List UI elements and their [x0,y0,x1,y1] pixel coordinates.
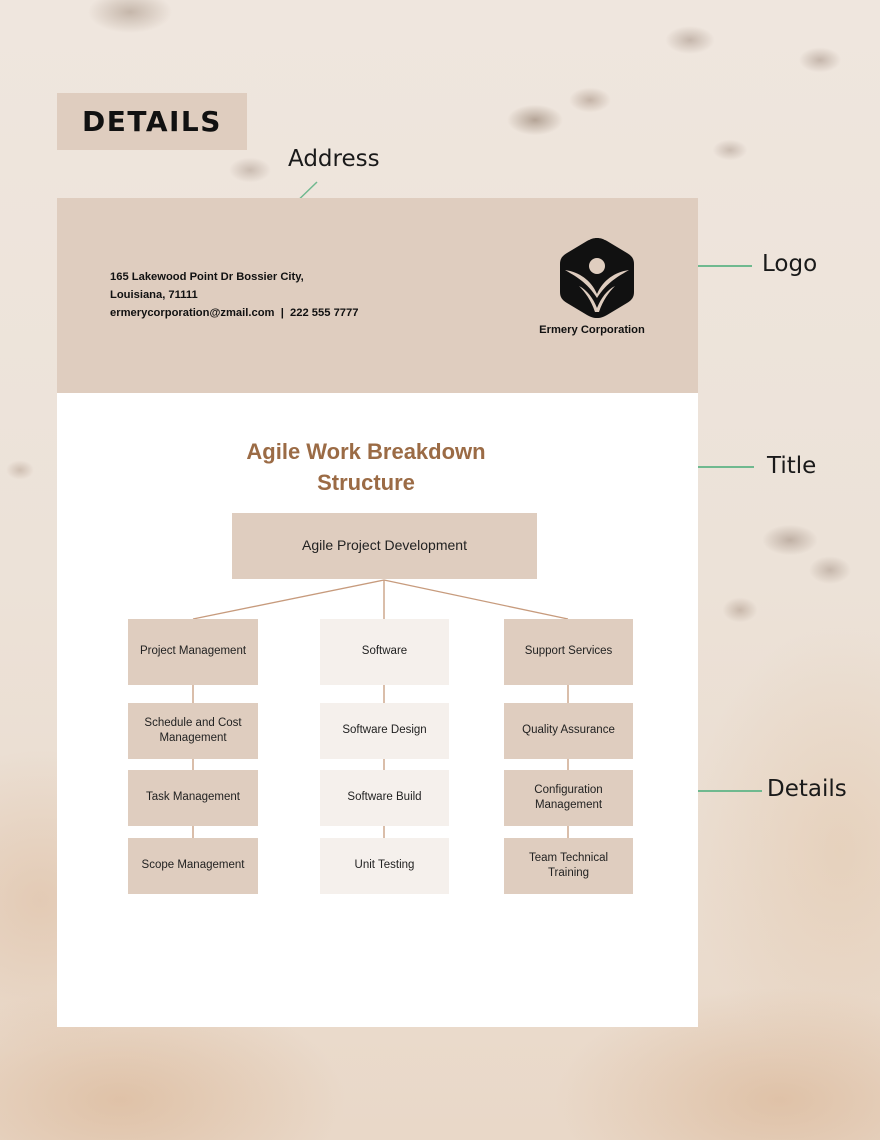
wbs-node-task-management: Task Management [128,770,258,826]
details-tag: DETAILS [57,93,247,150]
address-line-1: 165 Lakewood Point Dr Bossier City, [110,271,304,283]
title-line-1: Agile Work Breakdown [246,439,486,464]
wbs-node-quality-assurance: Quality Assurance [504,703,633,759]
hexagon-person-leaf-icon [560,238,634,318]
wbs-node-scope-management: Scope Management [128,838,258,894]
wbs-node-software: Software [320,619,449,685]
company-logo: Ermery Corporation [537,236,657,336]
document-title: Agile Work Breakdown Structure [57,436,698,498]
details-pointer-line [677,790,762,792]
title-pointer-line [670,466,754,468]
wbs-root-node: Agile Project Development [232,513,537,579]
wbs-node-schedule-cost: Schedule and Cost Management [128,703,258,759]
document-header: 165 Lakewood Point Dr Bossier City, Loui… [57,198,698,393]
title-line-2: Structure [317,470,415,495]
annotation-address: Address [288,146,380,172]
wbs-node-project-management: Project Management [128,619,258,685]
annotation-title: Title [767,453,817,479]
wbs-node-support-services: Support Services [504,619,633,685]
address-block: 165 Lakewood Point Dr Bossier City, Loui… [110,268,358,322]
annotation-logo: Logo [762,251,818,277]
wbs-node-software-build: Software Build [320,770,449,826]
wbs-node-software-design: Software Design [320,703,449,759]
wbs-node-configuration-management: Configuration Management [504,770,633,826]
details-tag-label: DETAILS [82,105,222,138]
contact-line: ermerycorporation@zmail.com | 222 555 77… [110,307,359,319]
address-line-2: Louisiana, 71111 [110,289,198,301]
wbs-node-unit-testing: Unit Testing [320,838,449,894]
wbs-node-team-technical-training: Team Technical Training [504,838,633,894]
company-name: Ermery Corporation [539,324,645,336]
logo-pointer-line [667,265,752,267]
annotation-details: Details [767,776,847,802]
